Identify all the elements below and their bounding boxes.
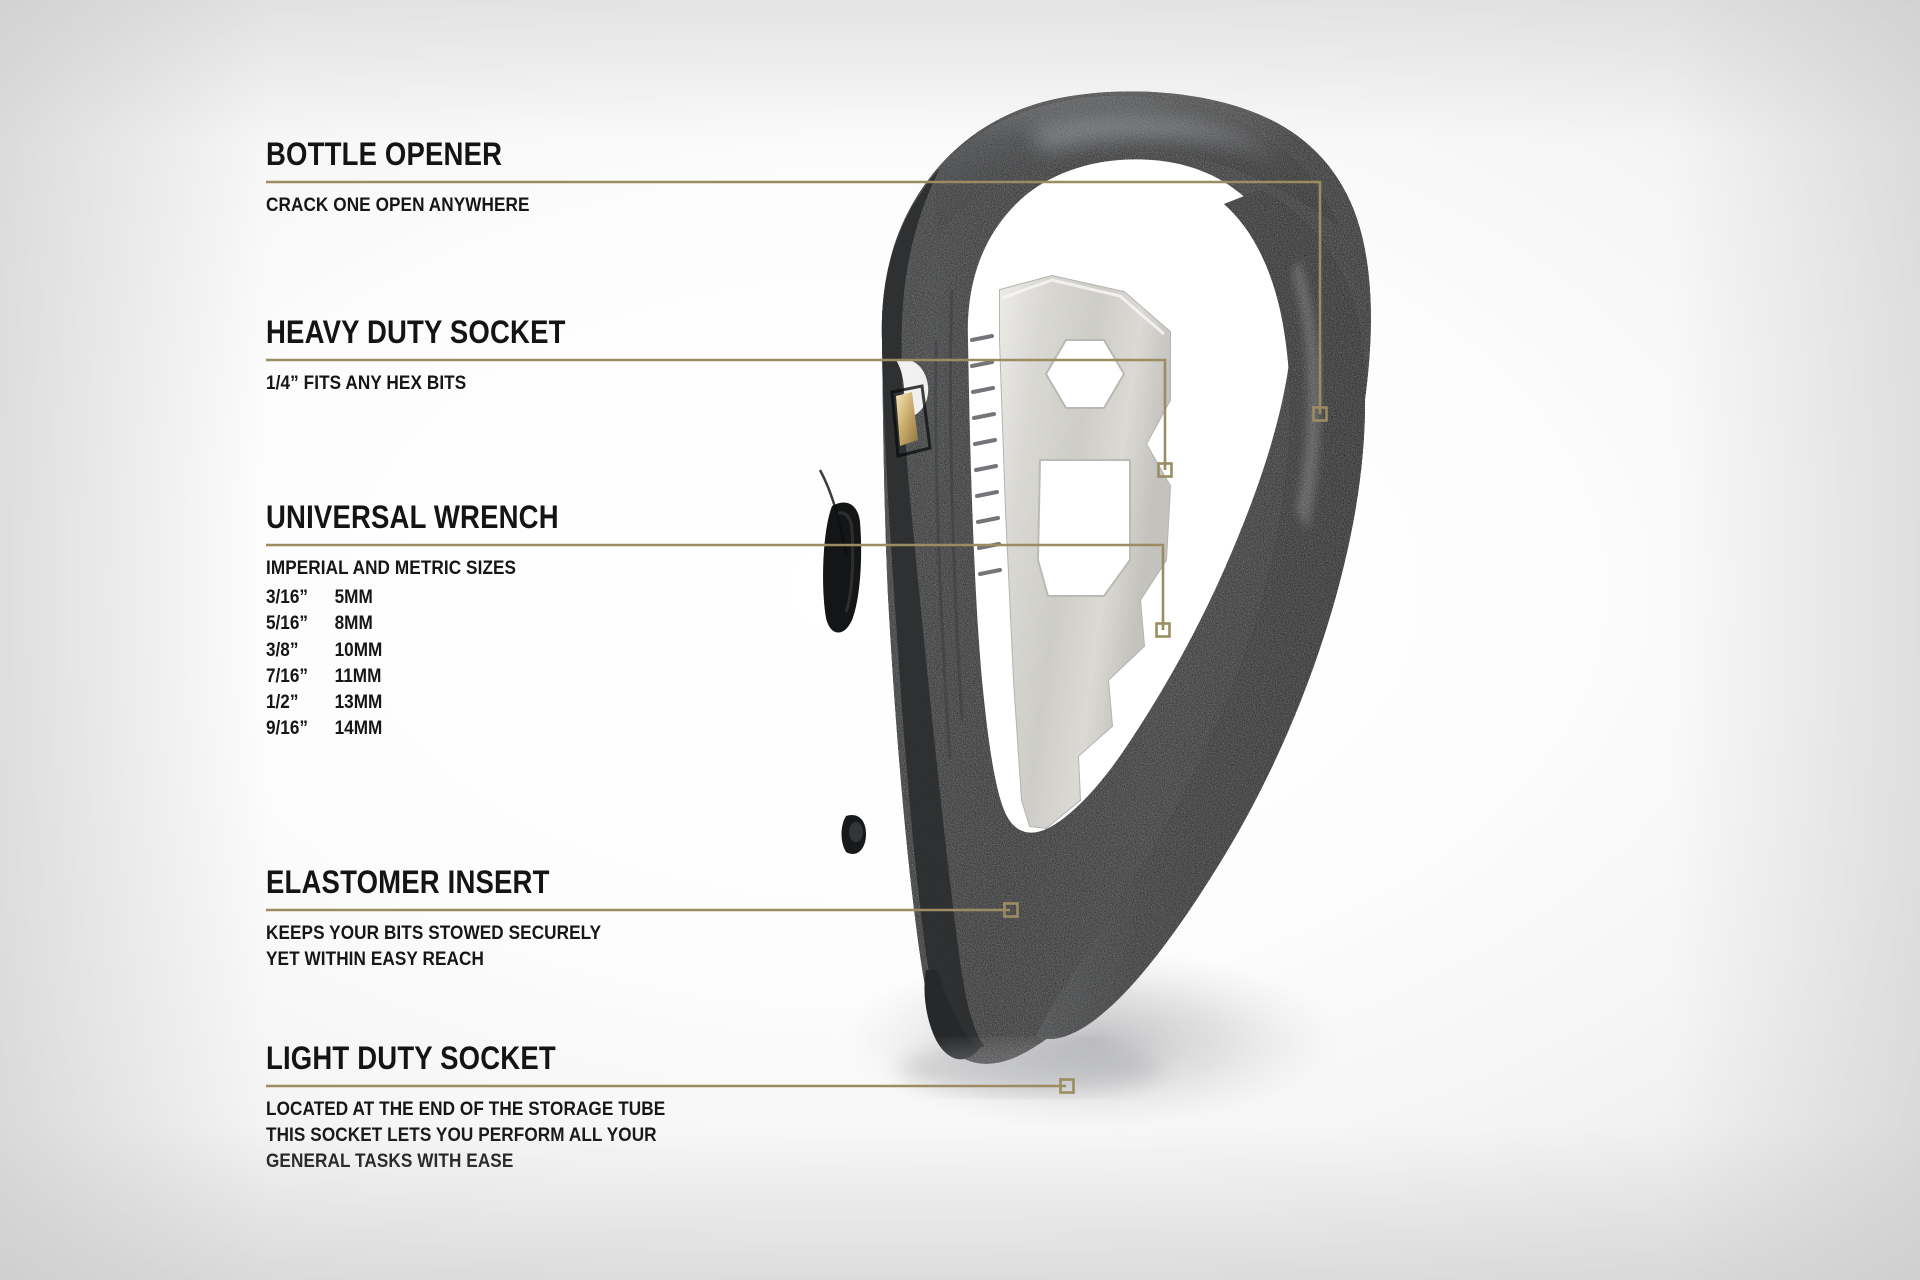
callout-subtitle: IMPERIAL AND METRIC SIZES <box>266 556 566 582</box>
callout-line: GENERAL TASKS WITH EASE <box>266 1149 514 1172</box>
callout-line: THIS SOCKET LETS YOU PERFORM ALL YOUR <box>266 1123 657 1146</box>
elastomer-insert-tab <box>823 502 862 633</box>
callout-light-duty-socket: LIGHT DUTY SOCKET LOCATED AT THE END OF … <box>266 1042 720 1175</box>
wrench-size-imperial: 9/16” <box>266 717 308 740</box>
callout-line: IMPERIAL AND METRIC SIZES <box>266 557 517 579</box>
callout-bottle-opener: BOTTLE OPENER CRACK ONE OPEN ANYWHERE <box>266 138 566 219</box>
wrench-size-metric: 10MM <box>334 638 383 661</box>
callout-universal-wrench: UNIVERSAL WRENCH IMPERIAL AND METRIC SIZ… <box>266 501 606 742</box>
callout-heavy-duty-socket: HEAVY DUTY SOCKET 1/4” FITS ANY HEX BITS <box>266 316 614 397</box>
wrench-size-metric: 5MM <box>334 585 373 608</box>
product-photo <box>700 40 1520 1170</box>
callout-line: CRACK ONE OPEN ANYWHERE <box>266 194 530 216</box>
wrench-size-table: 3/16” 5MM 5/16” 8MM 3/8” 10MM 7/16” 11MM 1/2” 13M… <box>266 584 566 742</box>
wrench-size-imperial: 3/8” <box>266 638 299 661</box>
callout-subtitle: LOCATED AT THE END OF THE STORAGE TUBE T… <box>266 1097 665 1175</box>
wrench-size-imperial: 7/16” <box>266 664 308 687</box>
callout-line: YET WITHIN EASY REACH <box>266 947 484 970</box>
wrench-opening <box>1036 459 1131 597</box>
wrench-size-row: 7/16” 11MM <box>266 663 566 689</box>
wrench-size-row: 5/16” 8MM <box>266 610 566 636</box>
callout-title: LIGHT DUTY SOCKET <box>266 1040 556 1076</box>
wrench-size-metric: 11MM <box>334 664 382 687</box>
carabiner-multitool-illustration <box>818 91 1371 1130</box>
wrench-size-imperial: 5/16” <box>266 612 308 635</box>
wrench-size-row: 3/16” 5MM <box>266 584 566 610</box>
wrench-size-metric: 14MM <box>334 717 383 740</box>
wrench-size-imperial: 3/16” <box>266 585 308 608</box>
callout-subtitle: KEEPS YOUR BITS STOWED SECURELY YET WITH… <box>266 921 601 973</box>
wrench-size-imperial: 1/2” <box>266 691 299 714</box>
callout-line: LOCATED AT THE END OF THE STORAGE TUBE <box>266 1098 666 1120</box>
wrench-size-metric: 8MM <box>334 612 373 635</box>
callout-subtitle: CRACK ONE OPEN ANYWHERE <box>266 193 530 219</box>
callout-subtitle: 1/4” FITS ANY HEX BITS <box>266 371 573 397</box>
callout-line: 1/4” FITS ANY HEX BITS <box>266 372 467 394</box>
callout-title: ELASTOMER INSERT <box>266 864 550 900</box>
callout-line: KEEPS YOUR BITS STOWED SECURELY <box>266 922 602 944</box>
wrench-size-metric: 13MM <box>334 691 383 714</box>
callout-title: BOTTLE OPENER <box>266 136 503 172</box>
wrench-size-row: 9/16” 14MM <box>266 715 566 741</box>
callout-title: UNIVERSAL WRENCH <box>266 499 559 535</box>
callout-title: HEAVY DUTY SOCKET <box>266 314 566 350</box>
wrench-size-row: 1/2” 13MM <box>266 689 566 715</box>
wrench-size-row: 3/8” 10MM <box>266 637 566 663</box>
callout-elastomer-insert: ELASTOMER INSERT KEEPS YOUR BITS STOWED … <box>266 866 647 973</box>
